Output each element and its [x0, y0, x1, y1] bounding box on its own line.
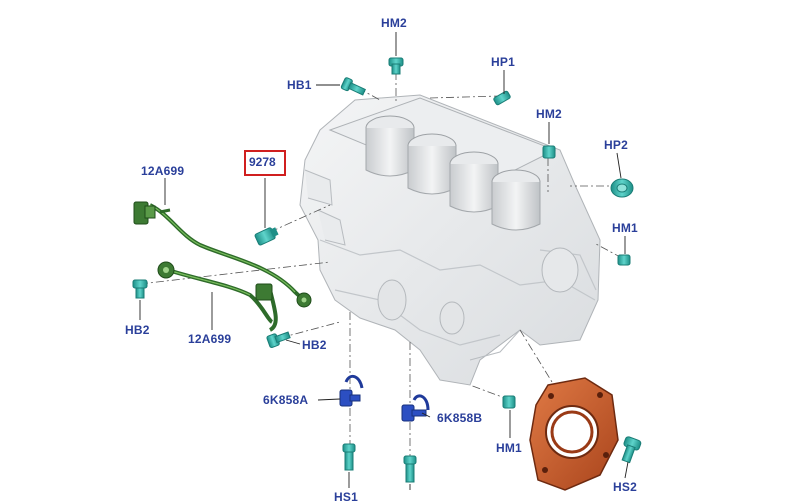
label-hm1-right: HM1 — [612, 221, 638, 235]
label-12a699-bottom: 12A699 — [188, 332, 232, 346]
label-hm1-bottom: HM1 — [496, 441, 522, 455]
cylinder-bores — [365, 115, 541, 231]
label-hb2-left: HB2 — [125, 323, 150, 337]
label-hp1: HP1 — [491, 55, 515, 69]
sensor-9278[interactable] — [254, 225, 279, 246]
assembly-leader-lines — [139, 72, 623, 470]
hb1-bolt[interactable] — [340, 77, 367, 98]
oil-jet-6k858b[interactable] — [401, 394, 430, 422]
label-hs1: HS1 — [334, 490, 358, 504]
label-hp2: HP2 — [604, 138, 628, 152]
oil-jet-6k858a[interactable] — [339, 374, 364, 407]
label-hb1: HB1 — [287, 78, 312, 92]
label-hs2: HS2 — [613, 480, 637, 494]
hs2-bolt[interactable] — [618, 436, 642, 464]
hm2-top-bolt[interactable] — [388, 57, 404, 75]
harness-connector-top — [133, 201, 156, 225]
hs1-bolt-b[interactable] — [403, 455, 417, 483]
rear-seal-retainer[interactable] — [529, 377, 619, 491]
label-leader-lines — [139, 32, 629, 490]
highlighted-part-number: 9278 — [249, 155, 276, 169]
harness-connector-mid — [157, 261, 175, 279]
hs1-bolt[interactable] — [342, 443, 356, 471]
label-12a699-top: 12A699 — [141, 164, 185, 178]
hp1-plug[interactable] — [493, 90, 511, 106]
label-hb2-right: HB2 — [302, 338, 327, 352]
hm1-bottom-bolt[interactable] — [502, 395, 516, 409]
label-6k858b: 6K858B — [437, 411, 483, 425]
highlighted-part-callout[interactable] — [244, 150, 286, 176]
hb2-left-bolt[interactable] — [132, 279, 148, 299]
label-hm2-right: HM2 — [536, 107, 562, 121]
hm2-right-bolt[interactable] — [542, 145, 556, 159]
hp2-plug[interactable] — [610, 178, 634, 198]
label-hm2-top: HM2 — [381, 16, 407, 30]
engine-block — [299, 94, 601, 386]
hb2-right-bolt[interactable] — [266, 329, 291, 348]
harness-connector-right — [255, 283, 312, 308]
hm1-right-bolt[interactable] — [617, 254, 631, 266]
label-6k858a: 6K858A — [263, 393, 309, 407]
